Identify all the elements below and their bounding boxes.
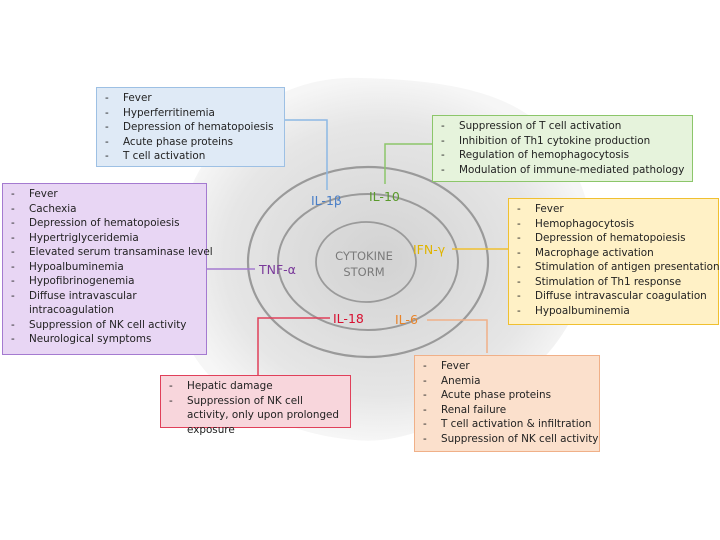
box-il6-effects: FeverAnemiaAcute phase proteinsRenal fai…: [414, 355, 600, 452]
cytokine-storm-line-1: CYTOKINE: [335, 249, 393, 263]
label-il1b: IL-1β: [311, 193, 342, 208]
ifng-effect-item: Hypoalbuminemia: [515, 304, 712, 319]
il6-effect-list: FeverAnemiaAcute phase proteinsRenal fai…: [421, 359, 598, 447]
tnfa-effect-list: FeverCachexiaDepression of hematopoiesis…: [9, 187, 213, 347]
inner-ring: [315, 221, 417, 303]
outer-ring: [246, 165, 490, 359]
label-tnfa: TNF-α: [259, 262, 296, 277]
tnfa-effect-item: Fever: [9, 187, 200, 202]
box-il1b-effects: FeverHyperferritinemiaDepression of hema…: [96, 87, 285, 167]
tnfa-effect-item: Neurological symptoms: [9, 332, 200, 347]
label-ifng: IFN-γ: [413, 242, 446, 257]
ifng-effect-item: Stimulation of Th1 response: [515, 275, 712, 290]
il1b-effect-list: FeverHyperferritinemiaDepression of hema…: [103, 91, 278, 164]
il10-effect-item: Regulation of hemophagocytosis: [439, 148, 686, 163]
tnfa-effect-item: Depression of hematopoiesis: [9, 216, 200, 231]
ifng-effect-item: Macrophage activation: [515, 246, 712, 261]
ifng-effect-item: Hemophagocytosis: [515, 217, 712, 232]
middle-ring: [277, 193, 459, 331]
il18-effect-item: Hepatic damage: [167, 379, 344, 394]
il6-effect-item: Acute phase proteins: [421, 388, 593, 403]
il10-effect-item: Inhibition of Th1 cytokine production: [439, 134, 686, 149]
il18-effect-list: Hepatic damageSuppression of NK cell act…: [167, 379, 344, 437]
label-il18: IL-18: [333, 311, 364, 326]
tnfa-effect-item: Hypertriglyceridemia: [9, 231, 200, 246]
connector-il1b: [285, 119, 328, 190]
box-il10-effects: Suppression of T cell activationInhibiti…: [432, 115, 693, 182]
il1b-effect-item: Fever: [103, 91, 278, 106]
cytokine-storm-line-2: STORM: [343, 265, 385, 279]
il18-effect-item: Suppression of NK cell activity, only up…: [167, 394, 344, 438]
il6-effect-item: Anemia: [421, 374, 593, 389]
tnfa-effect-item: Cachexia: [9, 202, 200, 217]
tnfa-effect-item: Suppression of NK cell activity: [9, 318, 200, 333]
box-ifng-effects: FeverHemophagocytosisDepression of hemat…: [508, 198, 720, 325]
ifng-effect-item: Diffuse intravascular coagulation: [515, 289, 712, 304]
il6-effect-item: Suppression of NK cell activity: [421, 432, 598, 447]
tnfa-effect-item: Hypofibrinogenemia: [9, 274, 200, 289]
connector-il18: [257, 317, 330, 376]
il1b-effect-item: T cell activation: [103, 149, 278, 164]
il6-effect-item: T cell activation & infiltration: [421, 417, 593, 432]
tnfa-effect-item: Elevated serum transaminase level: [9, 245, 213, 260]
il10-effect-list: Suppression of T cell activationInhibiti…: [439, 119, 686, 177]
il1b-effect-item: Depression of hematopoiesis: [103, 120, 278, 135]
tnfa-effect-item: Hypoalbuminemia: [9, 260, 200, 275]
ifng-effect-item: Depression of hematopoiesis: [515, 231, 712, 246]
il6-effect-item: Fever: [421, 359, 593, 374]
box-tnfa-effects: FeverCachexiaDepression of hematopoiesis…: [2, 183, 213, 355]
label-il10: IL-10: [369, 189, 400, 204]
il10-effect-item: Modulation of immune-mediated pathology: [439, 163, 686, 178]
cytokine-storm-label: CYTOKINE STORM: [322, 248, 406, 280]
il6-effect-item: Renal failure: [421, 403, 593, 418]
il1b-effect-item: Acute phase proteins: [103, 135, 278, 150]
ifng-effect-item: Stimulation of antigen presentation: [515, 260, 720, 275]
ifng-effect-item: Fever: [515, 202, 712, 217]
il1b-effect-item: Hyperferritinemia: [103, 106, 278, 121]
ifng-effect-list: FeverHemophagocytosisDepression of hemat…: [515, 202, 720, 319]
connector-il10: [384, 143, 432, 184]
box-il18-effects: Hepatic damageSuppression of NK cell act…: [160, 375, 351, 436]
il10-effect-item: Suppression of T cell activation: [439, 119, 686, 134]
label-il6: IL-6: [395, 312, 418, 327]
tnfa-effect-item: Diffuse intravascular intracoagulation: [9, 289, 200, 318]
connector-il6: [427, 319, 488, 353]
